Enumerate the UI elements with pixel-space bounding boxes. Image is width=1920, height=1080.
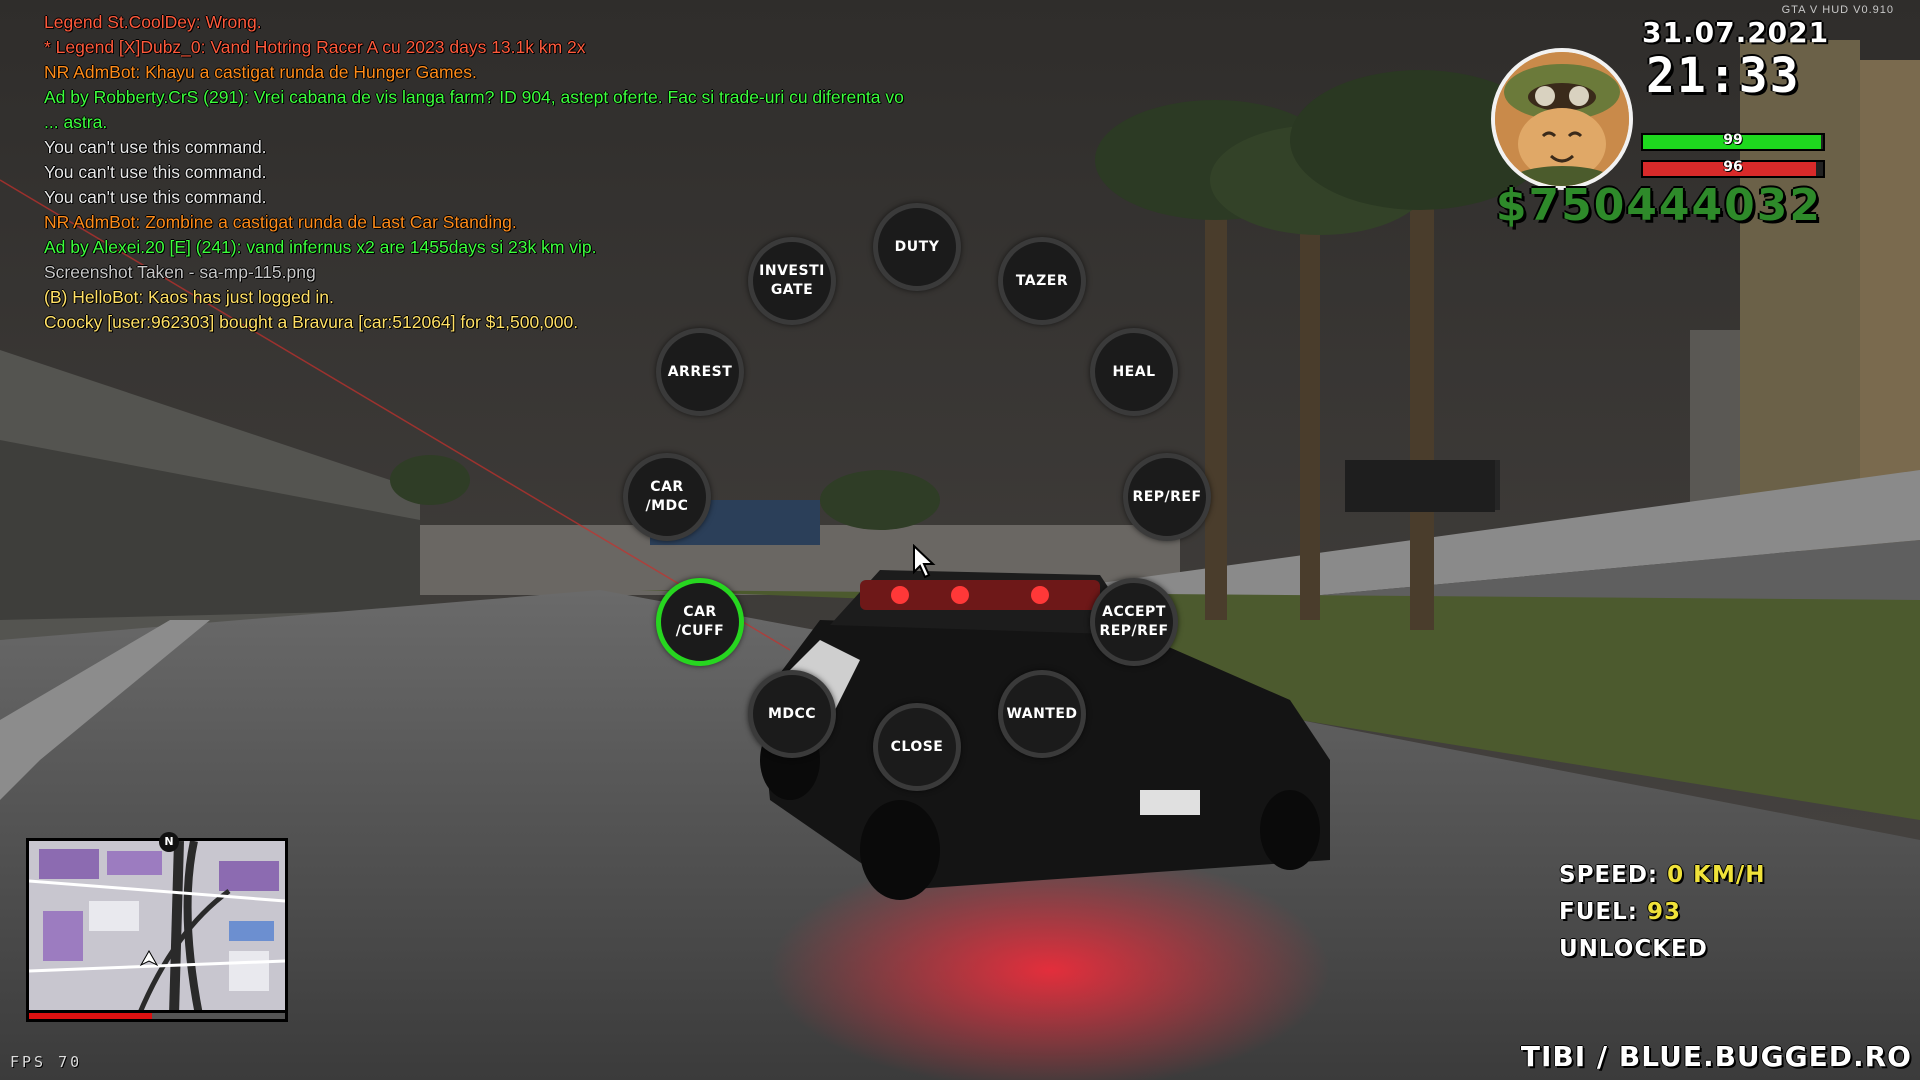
hud-version: GTA V HUD V0.910: [1781, 4, 1894, 16]
armor-value: 96: [1723, 159, 1743, 175]
chat-message: NR AdmBot: Zombine a castigat runda de L…: [44, 212, 517, 232]
speed-label: SPEED:: [1559, 862, 1659, 888]
armor-bar-fill: [1643, 162, 1816, 176]
fps-counter: FPS 70: [10, 1053, 83, 1071]
chat-message: You can't use this command.: [44, 137, 267, 157]
chat-message: * Legend [X]Dubz_0: Vand Hotring Racer A…: [44, 37, 586, 57]
fuel-label: FUEL:: [1559, 899, 1638, 925]
vehicle-fuel: FUEL: 93: [1559, 899, 1681, 925]
radial-button-car-cuff[interactable]: CAR /CUFF: [656, 578, 744, 666]
teemo-avatar-icon: [1495, 52, 1629, 186]
hud-clock: 21:33: [1646, 48, 1801, 104]
money-display: $750444032: [1495, 180, 1822, 231]
hud-date: 31.07.2021: [1642, 16, 1830, 49]
chat-message: Screenshot Taken - sa-mp-115.png: [44, 262, 316, 282]
chat-message: Coocky [user:962303] bought a Bravura [c…: [44, 312, 579, 332]
server-name: TIBI / BLUE.BUGGED.RO: [1520, 1040, 1912, 1073]
mouse-cursor-icon: [913, 544, 936, 579]
vehicle-lock-status: UNLOCKED: [1559, 936, 1708, 962]
vehicle-speed: SPEED: 0 KM/H: [1559, 862, 1766, 888]
chat-message: Ad by Robberty.CrS (291): Vrei cabana de…: [44, 87, 904, 107]
radial-button-close[interactable]: CLOSE: [873, 703, 961, 791]
chat-message: ... astra.: [44, 112, 108, 132]
speed-value: 0 KM/H: [1667, 862, 1766, 888]
radial-button-rep-ref[interactable]: REP/REF: [1123, 453, 1211, 541]
radial-button-duty[interactable]: DUTY: [873, 203, 961, 291]
minimap-north-indicator: N: [159, 832, 179, 852]
radial-button-heal[interactable]: HEAL: [1090, 328, 1178, 416]
radial-button-accept-rep-ref[interactable]: ACCEPT REP/REF: [1090, 578, 1178, 666]
radial-button-mdcc[interactable]: MDCC: [748, 670, 836, 758]
chat-message: You can't use this command.: [44, 162, 267, 182]
player-avatar: [1491, 48, 1633, 190]
minimap: [26, 838, 288, 1018]
radial-button-car-mdc[interactable]: CAR /MDC: [623, 453, 711, 541]
minimap-roads: [29, 841, 285, 1015]
health-bar-fill: [1643, 135, 1822, 149]
minimap-health-fill: [29, 1013, 152, 1019]
radial-button-arrest[interactable]: ARREST: [656, 328, 744, 416]
radial-button-investigate[interactable]: INVESTI GATE: [748, 237, 836, 325]
chat-message: Legend St.CoolDey: Wrong.: [44, 12, 262, 32]
chat-message: NR AdmBot: Khayu a castigat runda de Hun…: [44, 62, 477, 82]
chat-message: (B) HelloBot: Kaos has just logged in.: [44, 287, 334, 307]
fuel-value: 93: [1646, 899, 1681, 925]
radial-button-wanted[interactable]: WANTED: [998, 670, 1086, 758]
chat-message: Ad by Alexei.20 [E] (241): vand infernus…: [44, 237, 597, 257]
chat-log: Legend St.CoolDey: Wrong. * Legend [X]Dub…: [44, 10, 1044, 335]
armor-bar: 96: [1641, 159, 1825, 178]
chat-message: You can't use this command.: [44, 187, 267, 207]
health-bar: 99: [1641, 132, 1825, 151]
health-value: 99: [1723, 132, 1743, 148]
radial-button-tazer[interactable]: TAZER: [998, 237, 1086, 325]
minimap-health-bar: [26, 1010, 288, 1022]
